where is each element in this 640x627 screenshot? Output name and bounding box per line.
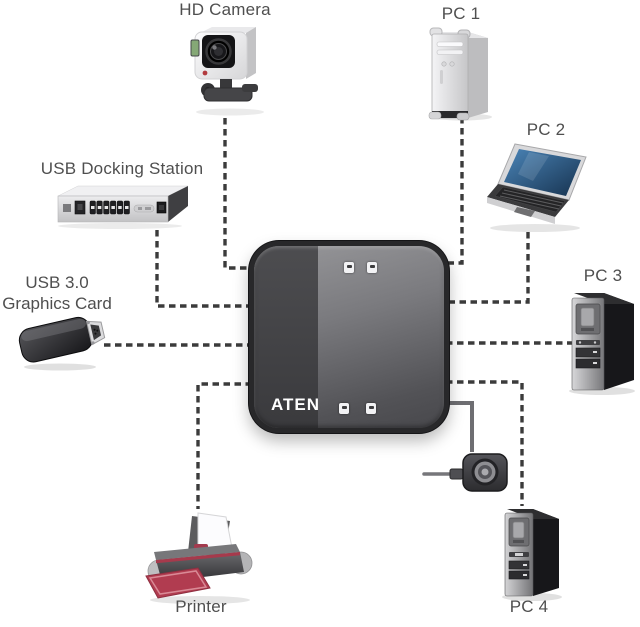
usb-graphics-card-icon xyxy=(18,316,106,371)
aten-logo: ATEN xyxy=(271,395,321,414)
wire-printer xyxy=(196,382,252,509)
pc3-tower-icon xyxy=(569,293,635,395)
usb-port-icon-top-left xyxy=(344,262,354,273)
aten-switch-face: ATEN xyxy=(254,246,444,428)
wire-remote-selector xyxy=(446,401,474,452)
usb-docking-station-icon xyxy=(57,185,189,229)
pc1-label: PC 1 xyxy=(441,4,481,23)
pc1-tower-icon xyxy=(428,27,492,121)
wire-hd-camera xyxy=(223,118,252,270)
hd-camera-label: HD Camera xyxy=(179,0,271,19)
wire-usb-docking-station xyxy=(155,230,252,308)
aten-switch: ATEN xyxy=(249,241,449,433)
hd-camera-icon xyxy=(190,27,264,116)
pc2-laptop-icon xyxy=(487,143,587,232)
usb-docking-station-label: USB Docking Station xyxy=(40,159,204,178)
usb-graphics-card-label: USB 3.0 Graphics Card xyxy=(2,272,112,314)
usb-graphics-card-label-line1: USB 3.0 xyxy=(25,273,89,292)
pc4-tower-icon xyxy=(502,509,562,601)
pc4-label: PC 4 xyxy=(509,597,549,616)
wire-pc1 xyxy=(446,117,464,265)
pc2-label: PC 2 xyxy=(526,120,566,139)
usb-port-icon-top-right xyxy=(367,262,377,273)
pc3-label: PC 3 xyxy=(583,266,623,285)
printer-label: Printer xyxy=(175,597,227,616)
usb-graphics-card-label-line2: Graphics Card xyxy=(2,294,112,313)
usb-port-icon-bottom-left xyxy=(339,403,349,414)
wire-pc2 xyxy=(446,232,530,304)
printer-icon xyxy=(145,512,253,604)
usb-port-icon-bottom-right xyxy=(366,403,376,414)
remote-port-selector-icon xyxy=(422,453,508,492)
